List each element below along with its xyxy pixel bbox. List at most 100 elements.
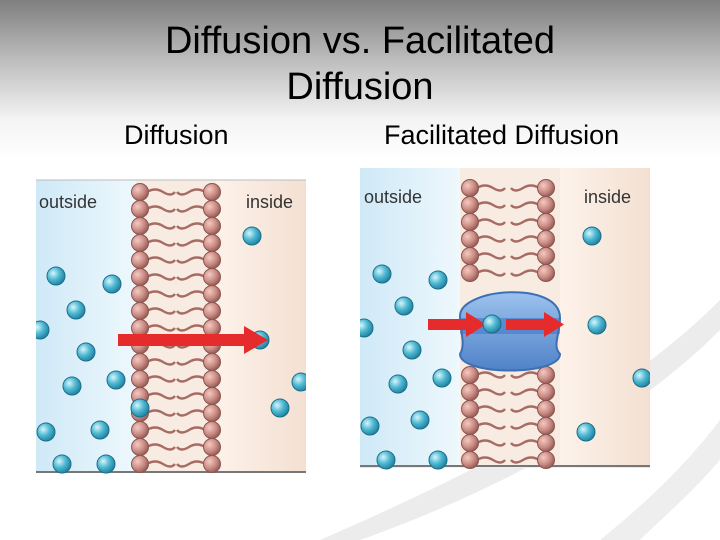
lipid-tail bbox=[176, 307, 206, 315]
phospholipid-head bbox=[461, 400, 479, 418]
lipid-tail bbox=[510, 439, 540, 447]
molecules bbox=[30, 226, 311, 474]
facilitated-arrow-out bbox=[506, 312, 564, 337]
lipid-tail bbox=[476, 439, 506, 447]
phospholipid-head bbox=[203, 268, 221, 286]
phospholipid-head bbox=[131, 370, 149, 388]
lipid-tail bbox=[146, 273, 176, 281]
phospholipid-head bbox=[537, 451, 555, 469]
phospholipid-head bbox=[131, 285, 149, 303]
lipid-tail bbox=[476, 371, 506, 379]
phospholipid-head bbox=[203, 217, 221, 235]
lipid-tail bbox=[476, 201, 506, 209]
molecule bbox=[632, 368, 652, 388]
diffusion-diagram-svg: outside inside bbox=[30, 179, 311, 474]
diffusion-diagram: outside inside bbox=[30, 168, 311, 474]
lipid-tail bbox=[146, 256, 176, 264]
phospholipid-head bbox=[131, 200, 149, 218]
facilitated-arrow-in bbox=[428, 312, 486, 337]
molecule bbox=[388, 374, 408, 394]
diffusion-heading: Diffusion bbox=[124, 120, 229, 150]
phospholipid-head bbox=[537, 213, 555, 231]
phospholipid-head bbox=[203, 404, 221, 422]
lipid-tail bbox=[146, 392, 176, 400]
outside-label: outside bbox=[39, 192, 97, 212]
lipid-tail bbox=[510, 201, 540, 209]
phospholipid-head bbox=[131, 353, 149, 371]
lipid-tail bbox=[176, 222, 206, 230]
phospholipid-head bbox=[461, 196, 479, 214]
phospholipid-bilayer bbox=[461, 179, 555, 469]
molecule bbox=[372, 264, 392, 284]
phospholipid-head bbox=[537, 434, 555, 452]
lipid-tail bbox=[510, 218, 540, 226]
molecule bbox=[587, 315, 607, 335]
phospholipid-head bbox=[131, 421, 149, 439]
lipid-tail bbox=[476, 184, 506, 192]
lipid-tail bbox=[176, 205, 206, 213]
lipid-tail bbox=[476, 422, 506, 430]
inside-label: inside bbox=[584, 187, 631, 207]
slide-title-line-1: Diffusion vs. Facilitated bbox=[164, 20, 556, 62]
lipid-tail bbox=[146, 222, 176, 230]
lipid-tail bbox=[476, 405, 506, 413]
phospholipid-head bbox=[131, 183, 149, 201]
phospholipid-head bbox=[203, 200, 221, 218]
phospholipid-head bbox=[203, 370, 221, 388]
phospholipid-head bbox=[203, 234, 221, 252]
molecule bbox=[354, 318, 374, 338]
phospholipid-head bbox=[131, 268, 149, 286]
molecule bbox=[76, 342, 96, 362]
phospholipid-head bbox=[131, 302, 149, 320]
outside-fluid bbox=[36, 180, 136, 472]
lipid-tail bbox=[510, 422, 540, 430]
lipid-tail bbox=[510, 388, 540, 396]
inside-fluid bbox=[216, 180, 306, 472]
molecule bbox=[96, 454, 116, 474]
lipid-tail bbox=[476, 218, 506, 226]
lipid-tail bbox=[176, 375, 206, 383]
molecule bbox=[582, 226, 602, 246]
phospholipid-head bbox=[203, 438, 221, 456]
lipid-tail bbox=[176, 273, 206, 281]
inside-label: inside bbox=[246, 192, 293, 212]
molecule bbox=[432, 368, 452, 388]
phospholipid-head bbox=[461, 451, 479, 469]
lipid-tail bbox=[176, 188, 206, 196]
phospholipid-head bbox=[131, 455, 149, 473]
outside-fluid bbox=[360, 168, 460, 468]
molecule bbox=[52, 454, 72, 474]
lipid-tail bbox=[176, 256, 206, 264]
lipid-tail bbox=[146, 358, 176, 366]
phospholipid-head bbox=[461, 417, 479, 435]
molecule bbox=[428, 450, 448, 470]
phospholipid-head bbox=[537, 366, 555, 384]
lipid-tail bbox=[146, 188, 176, 196]
phospholipid-head bbox=[131, 217, 149, 235]
facilitated-diffusion-diagram: outside inside bbox=[354, 168, 652, 474]
phospholipid-head bbox=[203, 251, 221, 269]
molecule bbox=[270, 398, 290, 418]
phospholipid-head bbox=[203, 455, 221, 473]
phospholipid-head bbox=[203, 183, 221, 201]
molecule bbox=[90, 420, 110, 440]
lipid-tail bbox=[176, 239, 206, 247]
facilitated-diagram-svg: outside inside bbox=[354, 168, 652, 470]
lipid-tail bbox=[146, 239, 176, 247]
lipid-tail bbox=[146, 460, 176, 468]
molecule bbox=[360, 416, 380, 436]
lipid-tail bbox=[176, 290, 206, 298]
molecule bbox=[130, 398, 150, 418]
molecule bbox=[62, 376, 82, 396]
molecule bbox=[376, 450, 396, 470]
lipid-tail bbox=[176, 409, 206, 417]
lipid-tail bbox=[176, 392, 206, 400]
lipid-tail bbox=[146, 443, 176, 451]
molecule bbox=[66, 300, 86, 320]
molecule bbox=[36, 422, 56, 442]
lipid-tail bbox=[176, 324, 206, 332]
lipid-tail bbox=[476, 252, 506, 260]
lipid-tail bbox=[176, 443, 206, 451]
molecule bbox=[428, 270, 448, 290]
phospholipid-head bbox=[203, 319, 221, 337]
